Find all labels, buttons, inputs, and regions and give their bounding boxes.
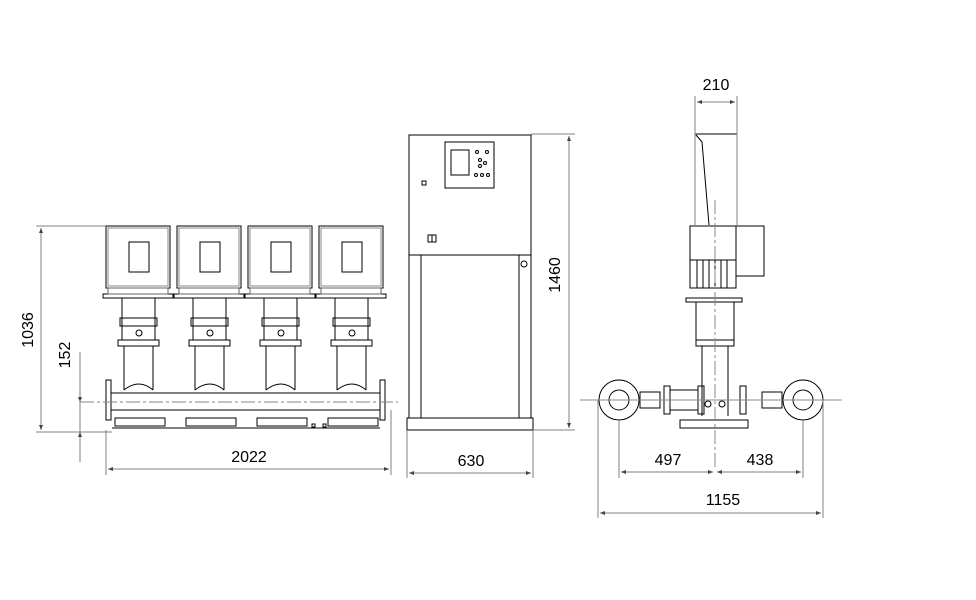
dim-side-left: 497 xyxy=(655,452,682,469)
dim-side-right: 438 xyxy=(747,452,774,469)
side-view xyxy=(580,96,842,470)
dim-cabinet-height: 1460 xyxy=(547,257,564,293)
pump-unit-3 xyxy=(244,225,316,427)
dim-side-top-width: 210 xyxy=(703,77,730,94)
pump-unit-4 xyxy=(315,225,387,427)
control-cabinet xyxy=(406,134,534,431)
pump-unit-2 xyxy=(173,225,245,427)
dim-cabinet-width: 630 xyxy=(458,453,485,470)
controller-display-panel xyxy=(444,141,495,189)
front-dimensions xyxy=(36,225,392,475)
side-dimensions xyxy=(597,100,824,518)
front-view xyxy=(80,225,398,429)
dim-side-total: 1155 xyxy=(706,492,741,509)
dim-front-inlet-height: 152 xyxy=(57,342,74,369)
dim-front-width: 2022 xyxy=(231,449,267,466)
pump-unit-1 xyxy=(102,225,174,427)
dim-front-height: 1036 xyxy=(20,312,37,348)
indicator-light xyxy=(421,180,427,186)
manifold-pipe xyxy=(80,379,398,421)
cabinet-dimensions xyxy=(406,133,575,478)
